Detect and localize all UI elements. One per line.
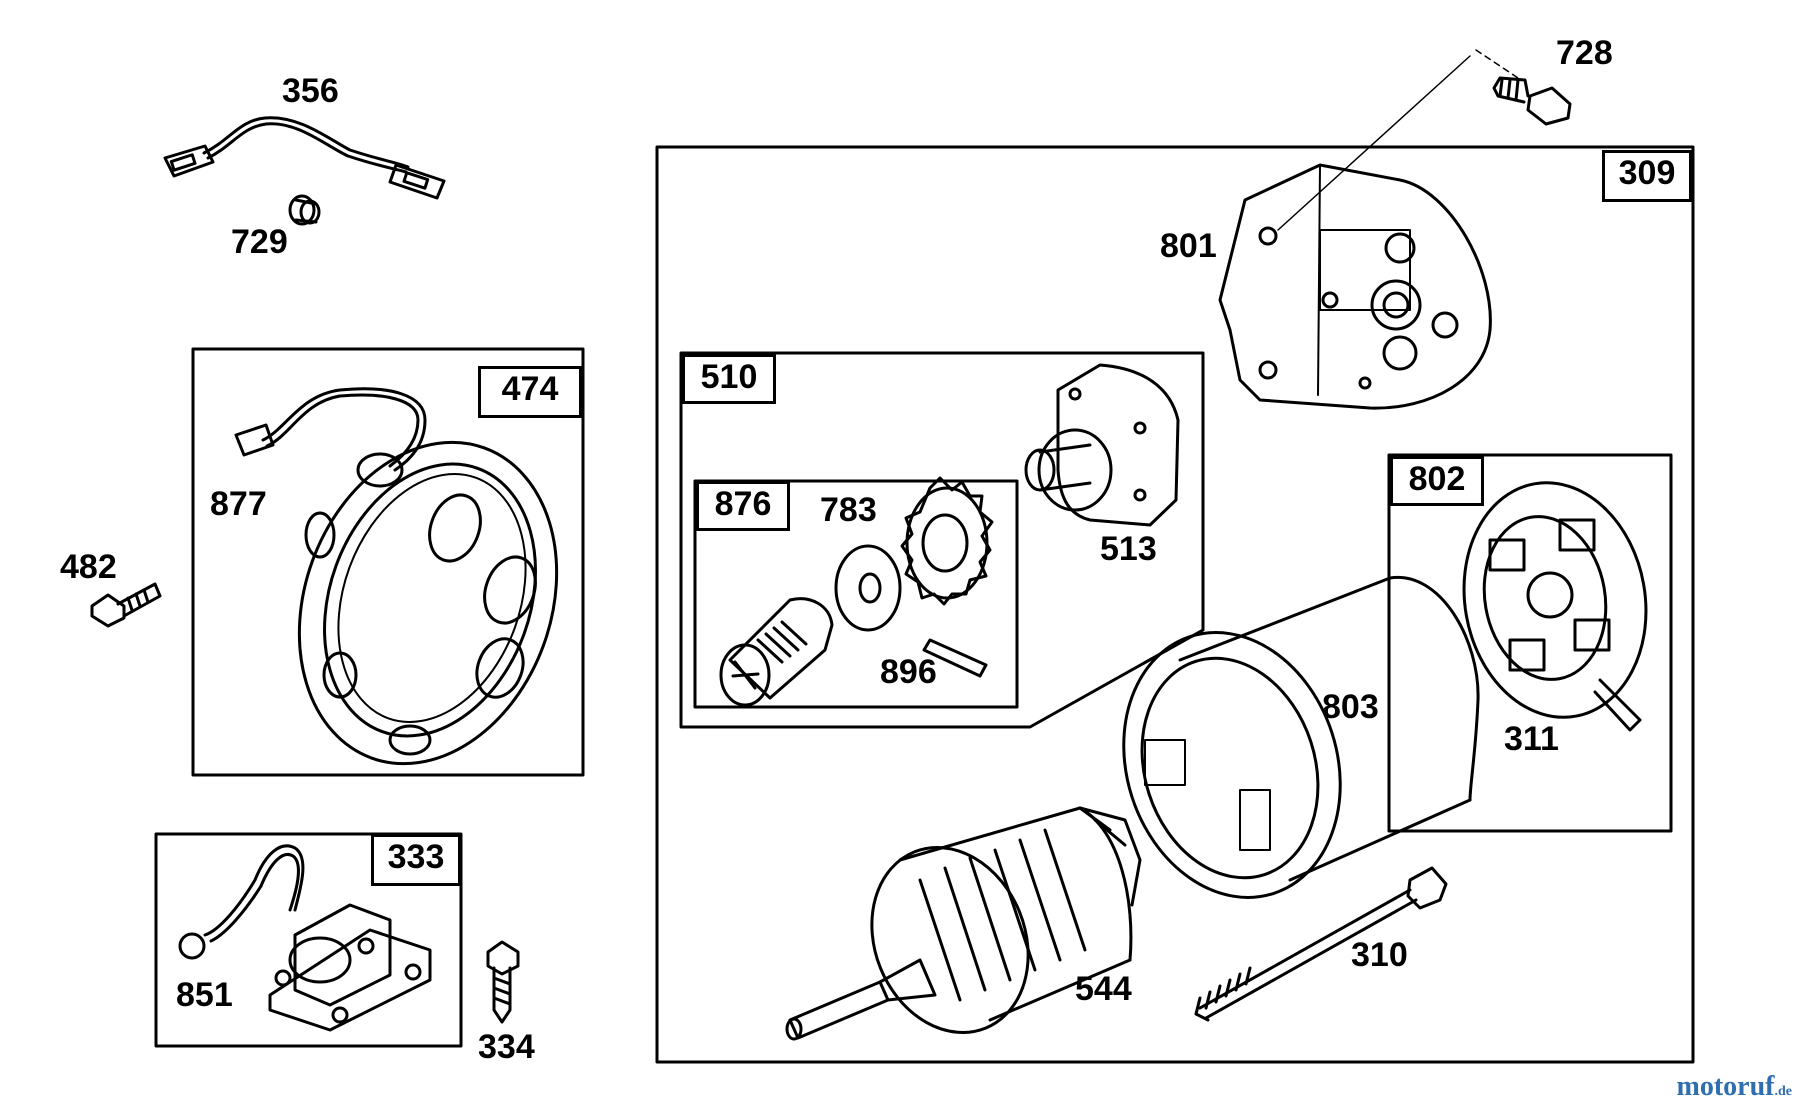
watermark-tld: .de [1774, 1084, 1793, 1099]
watermark-logo: motoruf.de [1677, 1071, 1792, 1103]
group-876-frame [693, 479, 1019, 709]
brush-holder-311 [1462, 481, 1648, 732]
part-label-356: 356 [282, 72, 339, 110]
part-label-482: 482 [60, 548, 117, 586]
group-802-frame [1387, 453, 1673, 833]
part-label-310: 310 [1351, 936, 1408, 974]
group-309-frame [655, 145, 1695, 1064]
end-plate-801 [1218, 163, 1492, 410]
part-label-851: 851 [176, 976, 233, 1014]
part-label-729: 729 [231, 223, 288, 261]
stator-474 [234, 387, 559, 766]
part-label-801: 801 [1160, 227, 1217, 265]
group-tag-876: 876 [696, 481, 790, 531]
group-tag-309: 309 [1602, 150, 1692, 202]
pin-896 [922, 638, 988, 678]
group-474-frame [191, 347, 585, 777]
bolt-728 [1277, 49, 1572, 231]
group-tag-802: 802 [1390, 456, 1484, 506]
part-label-311: 311 [1504, 720, 1559, 758]
watermark-name: motoruf [1676, 1071, 1775, 1102]
group-tag-474: 474 [478, 366, 582, 418]
screw-334 [486, 940, 520, 1024]
bolt-482 [90, 582, 162, 628]
motor-housing-803 [1122, 575, 1480, 899]
group-tag-333: 333 [371, 834, 461, 886]
washer [834, 544, 902, 632]
part-label-783: 783 [820, 491, 877, 529]
part-label-896: 896 [880, 653, 937, 691]
part-label-334: 334 [478, 1028, 535, 1066]
part-label-544: 544 [1075, 970, 1132, 1008]
part-label-728: 728 [1556, 34, 1613, 72]
part-label-513: 513 [1100, 530, 1157, 568]
group-510-frame [679, 351, 1205, 729]
grommet-729 [288, 194, 321, 226]
group-tag-510: 510 [682, 354, 776, 404]
through-bolt-310 [1194, 866, 1448, 1022]
drive-housing-513 [1024, 363, 1180, 527]
armature-544 [785, 806, 1142, 1041]
gear-783 [900, 476, 994, 606]
clutch-876 [719, 597, 834, 707]
group-333-frame [154, 832, 463, 1048]
wire-harness-356 [163, 116, 446, 200]
part-label-877: 877 [210, 485, 267, 523]
solenoid-851 [178, 844, 432, 1032]
part-label-803: 803 [1322, 688, 1379, 726]
